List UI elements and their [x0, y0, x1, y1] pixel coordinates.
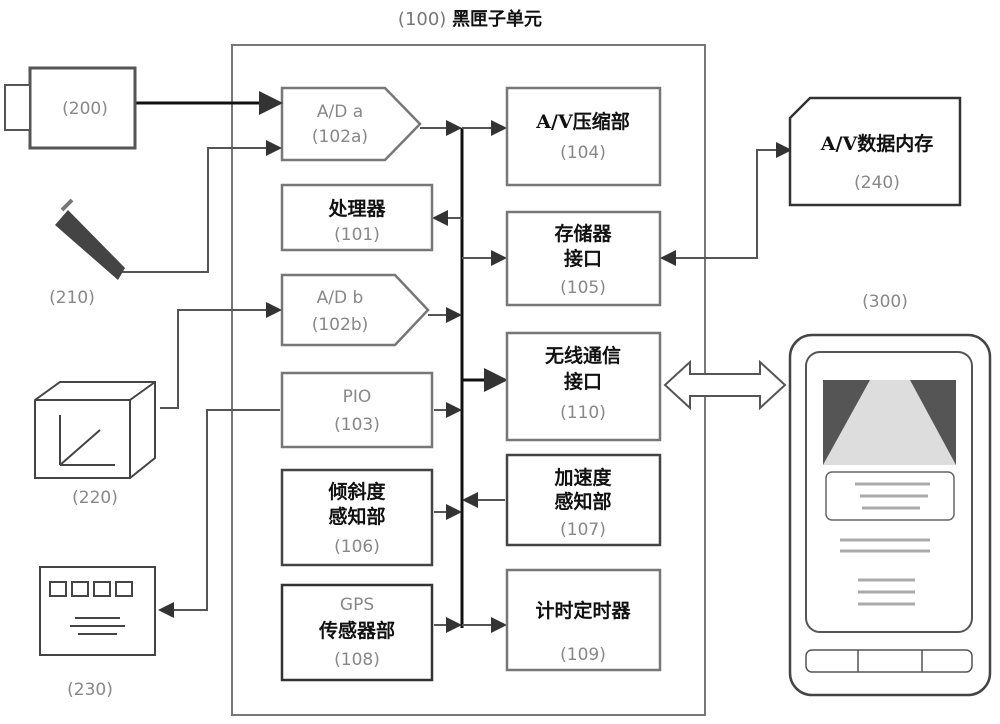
- ad-converter-a: A/D a (102a): [280, 86, 422, 162]
- diagram-label: A/D b: [317, 288, 364, 308]
- diagram-label: (210): [49, 288, 95, 308]
- diagram-label: 感知部: [554, 490, 611, 513]
- diagram-label: (102b): [312, 315, 369, 335]
- diagram-label: 传感器部: [318, 619, 395, 642]
- diagram-label: 加速度: [553, 466, 612, 489]
- diagram-label: A/V压缩部: [535, 110, 629, 133]
- diagram-label: 倾斜度: [327, 480, 386, 503]
- diagram-label: PIO: [343, 387, 372, 407]
- diagram-label: 处理器: [327, 197, 386, 220]
- diagram-label: (110): [560, 403, 606, 423]
- diagram-label: A/D a: [317, 102, 363, 122]
- diagram-label: 无线通信: [545, 344, 621, 367]
- diagram-label: (108): [334, 650, 380, 670]
- diagram-label: 存储器: [554, 222, 612, 245]
- diagram-label: (240): [854, 173, 900, 193]
- diagram-label: (300): [862, 292, 908, 312]
- diagram-label: (100): [398, 9, 446, 30]
- diagram-label: (230): [67, 680, 113, 700]
- diagram-label: (220): [72, 488, 118, 508]
- mobile-terminal: (300): [788, 292, 992, 697]
- title: (100) 黑匣子单元: [398, 8, 542, 30]
- external-connectors: [120, 91, 792, 618]
- diagram-label: (104): [560, 143, 606, 163]
- diagram-label: 计时定时器: [535, 599, 631, 622]
- ad-converter-b: A/D b (102b): [280, 273, 430, 347]
- diagram-label: (102a): [312, 127, 368, 147]
- display-device-icon: (230): [39, 566, 156, 700]
- diagram-label: GPS: [340, 595, 374, 615]
- av-data-memory: A/V数据内存 (240): [788, 96, 962, 207]
- bidirectional-wireless-arrow: [663, 359, 787, 411]
- diagram-label: (105): [560, 278, 606, 298]
- diagram-label: 接口: [564, 248, 602, 270]
- diagram-label: (101): [334, 225, 380, 245]
- diagram-label: 感知部: [328, 505, 385, 528]
- diagram-label: (200): [62, 99, 108, 119]
- camera-icon: (200): [4, 66, 137, 150]
- diagram-label: (109): [560, 645, 606, 665]
- bus-connectors: [420, 120, 508, 633]
- timer-block: 计时定时器 (109): [505, 568, 662, 672]
- processor-block: 处理器 (101): [280, 183, 434, 252]
- diagram-label: A/V数据内存: [820, 132, 933, 155]
- diagram-label: 接口: [564, 371, 602, 393]
- av-compression-block: A/V压缩部 (104): [505, 86, 662, 187]
- gps-sensor-block: GPS 传感器部 (108): [280, 583, 434, 682]
- pio-block: PIO (103): [280, 371, 434, 449]
- diagram-label: (106): [334, 537, 380, 557]
- diagram-label: 黑匣子单元: [452, 8, 542, 30]
- diagram-label: (103): [334, 415, 380, 435]
- diagram-label: (107): [560, 520, 606, 540]
- microphone-icon: (210): [49, 198, 125, 308]
- motion-sensor-icon: (220): [34, 381, 156, 508]
